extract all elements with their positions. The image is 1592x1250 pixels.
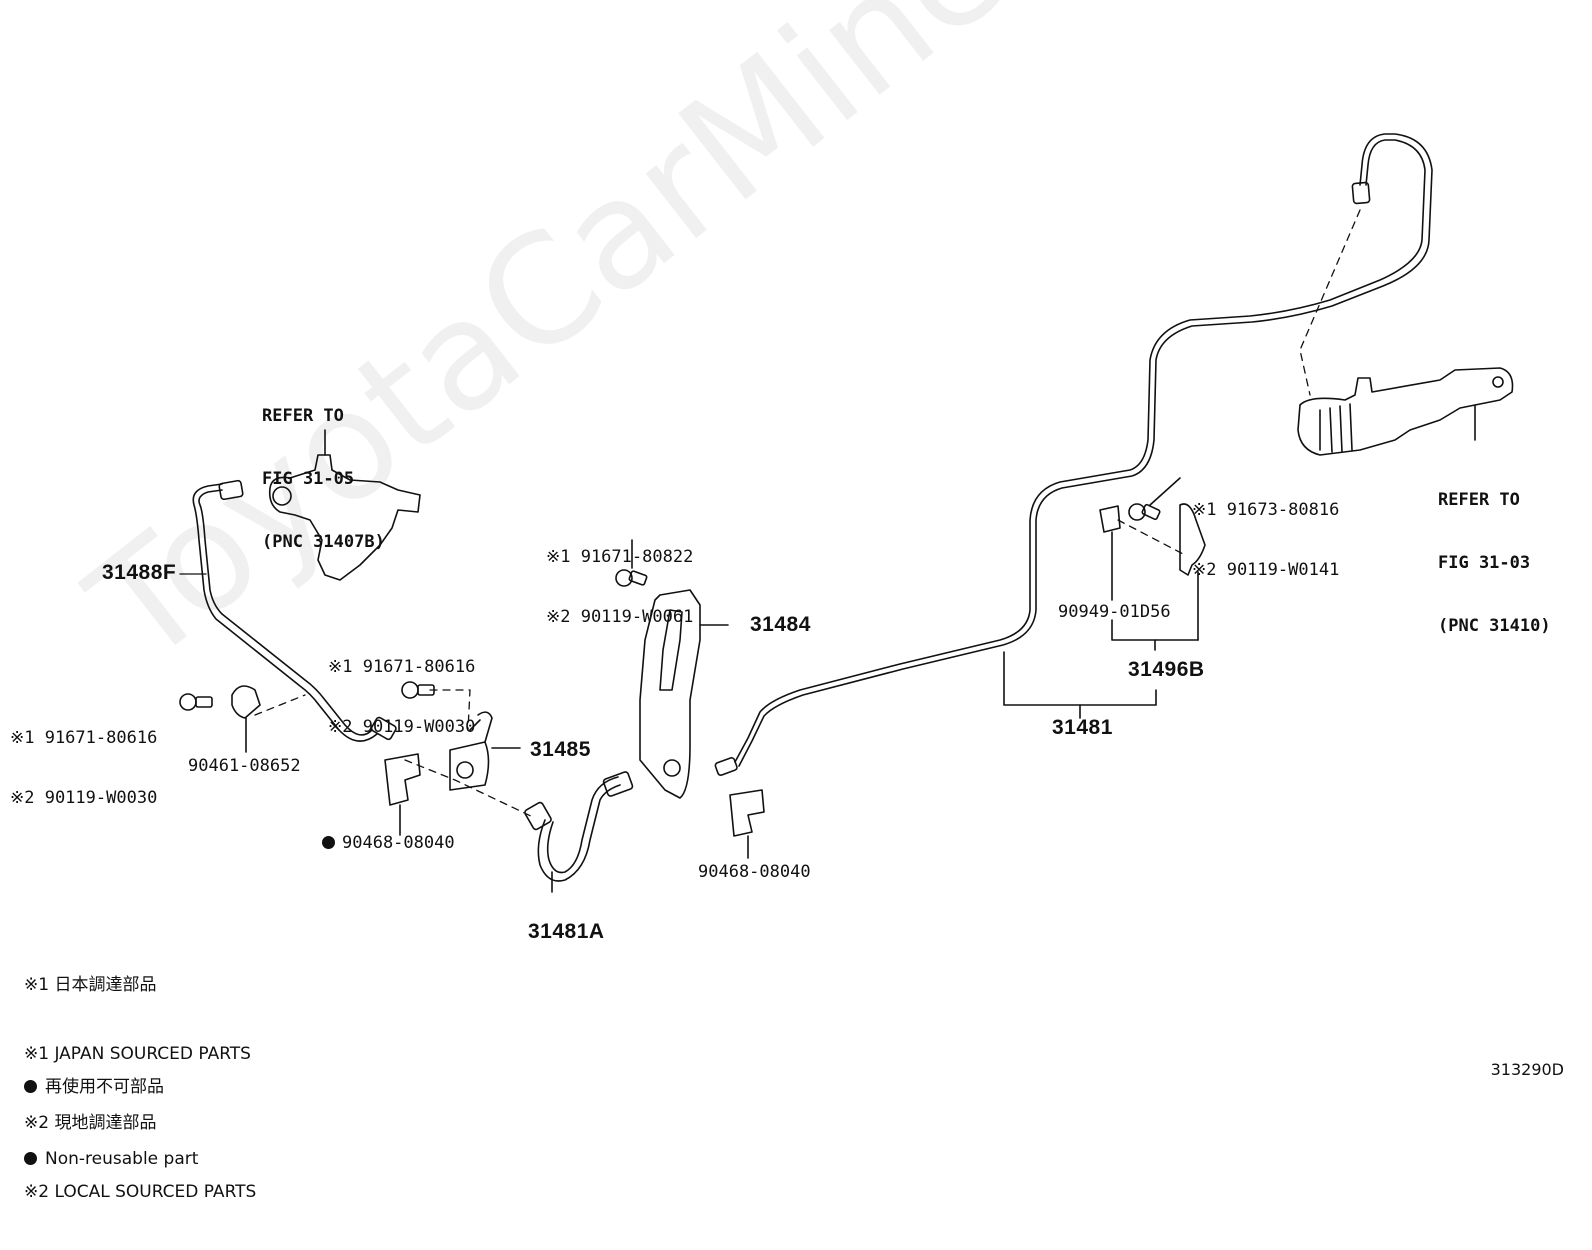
tube-31481 — [714, 133, 1433, 776]
figure-code: 313290D — [1490, 1060, 1564, 1079]
clip-90468-left — [384, 753, 421, 836]
bolt-right-line1: ※1 91673-80816 — [1192, 500, 1340, 520]
bolt-right-label[interactable]: ※1 91673-80816 ※2 90119-W0141 — [1192, 460, 1339, 620]
bolt-center-label[interactable]: ※1 91671-80822 ※2 90119-W0061 — [546, 507, 693, 667]
bolt-right — [1128, 477, 1181, 521]
legend-dot-jp-text: 再使用不可部品 — [45, 1077, 164, 1097]
part-90468-right[interactable]: 90468-08040 — [698, 862, 811, 882]
master-cylinder-left — [268, 429, 421, 581]
clip-90468-right — [729, 789, 765, 859]
bolt-right-line2: ※2 90119-W0141 — [1192, 560, 1340, 580]
part-90468-left[interactable]: 90468-08040 — [342, 833, 455, 853]
ref-right-line1: REFER TO — [1438, 490, 1520, 510]
tube-31488F — [192, 479, 397, 742]
part-31496B[interactable]: 31496B — [1128, 658, 1205, 681]
part-31488F[interactable]: 31488F — [102, 561, 177, 584]
bolt-center — [615, 539, 648, 587]
bolt-left — [179, 693, 213, 711]
legend-dot-jp: 再使用不可部品 — [24, 1076, 198, 1102]
bolt-left-label[interactable]: ※1 91671-80616 ※2 90119-W0030 — [10, 688, 157, 848]
ref-top-left-line2: FIG 31-05 — [262, 469, 355, 489]
dashed-guides — [254, 209, 1361, 819]
parts-diagram: ToyotaCarMine.ru — [10, 0, 1564, 1202]
bolt-center-line2: ※2 90119-W0061 — [546, 607, 694, 627]
dot-icon — [24, 1080, 37, 1093]
bolt-left-line1: ※1 91671-80616 — [10, 728, 158, 748]
clip-31485 — [449, 711, 521, 791]
non-reusable-dot — [322, 836, 335, 849]
ref-right-line3: (PNC 31410) — [1438, 616, 1551, 636]
ref-top-left-line1: REFER TO — [262, 406, 344, 426]
bolt-mid-label[interactable]: ※1 91671-80616 ※2 90119-W0030 — [328, 617, 475, 777]
clip-90461 — [231, 685, 261, 753]
ref-top-left: REFER TO FIG 31-05 (PNC 31407B) — [262, 364, 385, 595]
legend-note-1: ※1 日本調達部品 — [24, 975, 157, 995]
bolt-mid-line1: ※1 91671-80616 — [328, 657, 476, 677]
part-31481[interactable]: 31481 — [1052, 716, 1113, 739]
part-90949[interactable]: 90949-01D56 — [1058, 602, 1171, 622]
bolt-mid-line2: ※2 90119-W0030 — [328, 717, 476, 737]
bolt-center-line1: ※1 91671-80822 — [546, 547, 694, 567]
ref-right: REFER TO FIG 31-03 (PNC 31410) — [1438, 448, 1551, 679]
dot-icon — [24, 1152, 37, 1165]
leader-31481 — [1003, 651, 1157, 719]
part-31484[interactable]: 31484 — [750, 613, 811, 636]
legend-dot-en-text: Non-reusable part — [45, 1149, 199, 1169]
release-cylinder-right — [1297, 367, 1514, 456]
part-31481A[interactable]: 31481A — [528, 920, 605, 943]
legend-dots: 再使用不可部品 Non-reusable part — [24, 1030, 198, 1220]
ref-top-left-line3: (PNC 31407B) — [262, 532, 385, 552]
legend-note-2: ※1 JAPAN SOURCED PARTS — [24, 1044, 251, 1064]
part-31485[interactable]: 31485 — [530, 738, 591, 761]
bolt-left-line2: ※2 90119-W0030 — [10, 788, 158, 808]
hose-31481A — [524, 771, 634, 893]
part-90461[interactable]: 90461-08652 — [188, 756, 301, 776]
ref-right-line2: FIG 31-03 — [1438, 553, 1531, 573]
diagram-drawing — [179, 133, 1514, 893]
legend-dot-en: Non-reusable part — [24, 1148, 198, 1174]
bracket-31484 — [639, 589, 729, 799]
bracket-31496B — [1099, 503, 1206, 651]
